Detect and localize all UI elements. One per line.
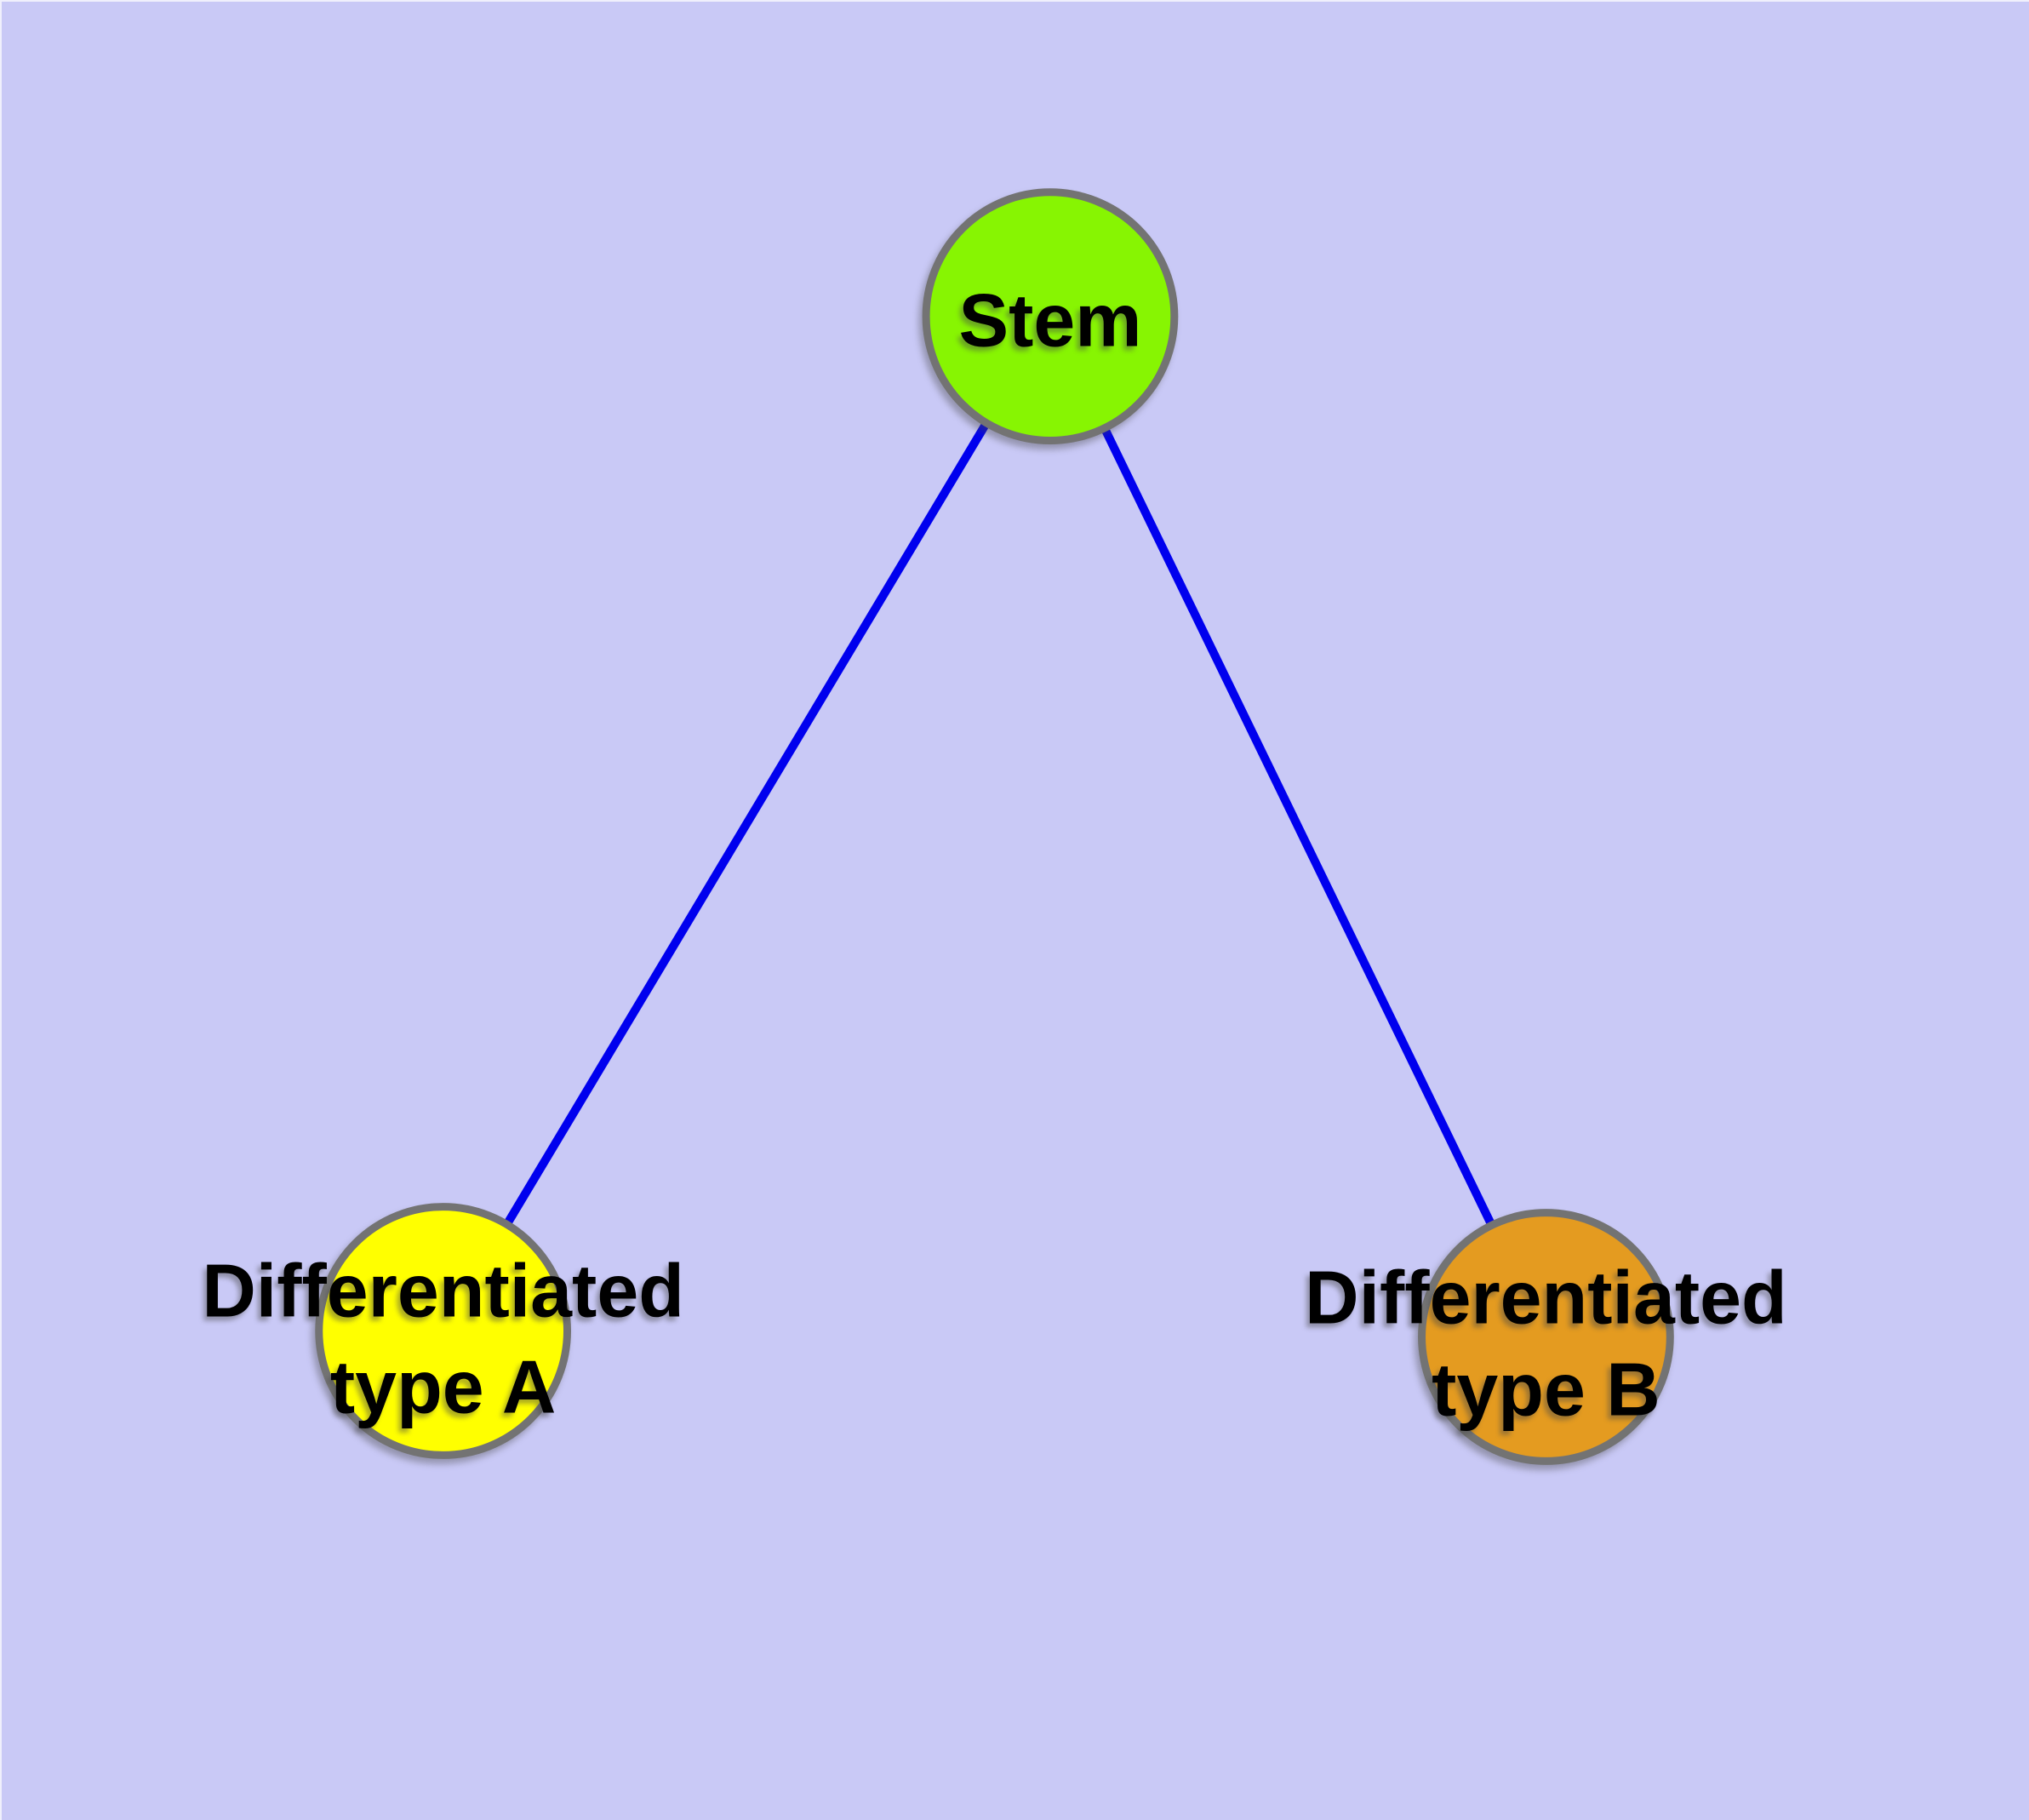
node-type-a-label-line-1: Differentiated	[202, 1249, 684, 1333]
node-stem-label: Stem	[958, 278, 1141, 363]
node-differentiated-type-a[interactable]: Differentiated type A	[202, 1203, 684, 1459]
node-type-b-circle[interactable]	[1418, 1209, 1674, 1465]
edge-stem-to-type-a	[439, 314, 1055, 1334]
node-type-a-label-line-2: type A	[330, 1344, 556, 1428]
node-differentiated-type-b[interactable]: Differentiated type B	[1305, 1209, 1787, 1465]
node-type-a-circle[interactable]	[315, 1203, 571, 1459]
node-stem-circle[interactable]	[922, 188, 1179, 445]
node-type-b-label-line-1: Differentiated	[1305, 1256, 1787, 1340]
edge-stem-to-type-b	[1046, 314, 1550, 1339]
edge-group	[439, 314, 1550, 1339]
node-type-b-label-line-2: type B	[1432, 1347, 1660, 1431]
node-stem[interactable]: Stem	[922, 188, 1179, 445]
